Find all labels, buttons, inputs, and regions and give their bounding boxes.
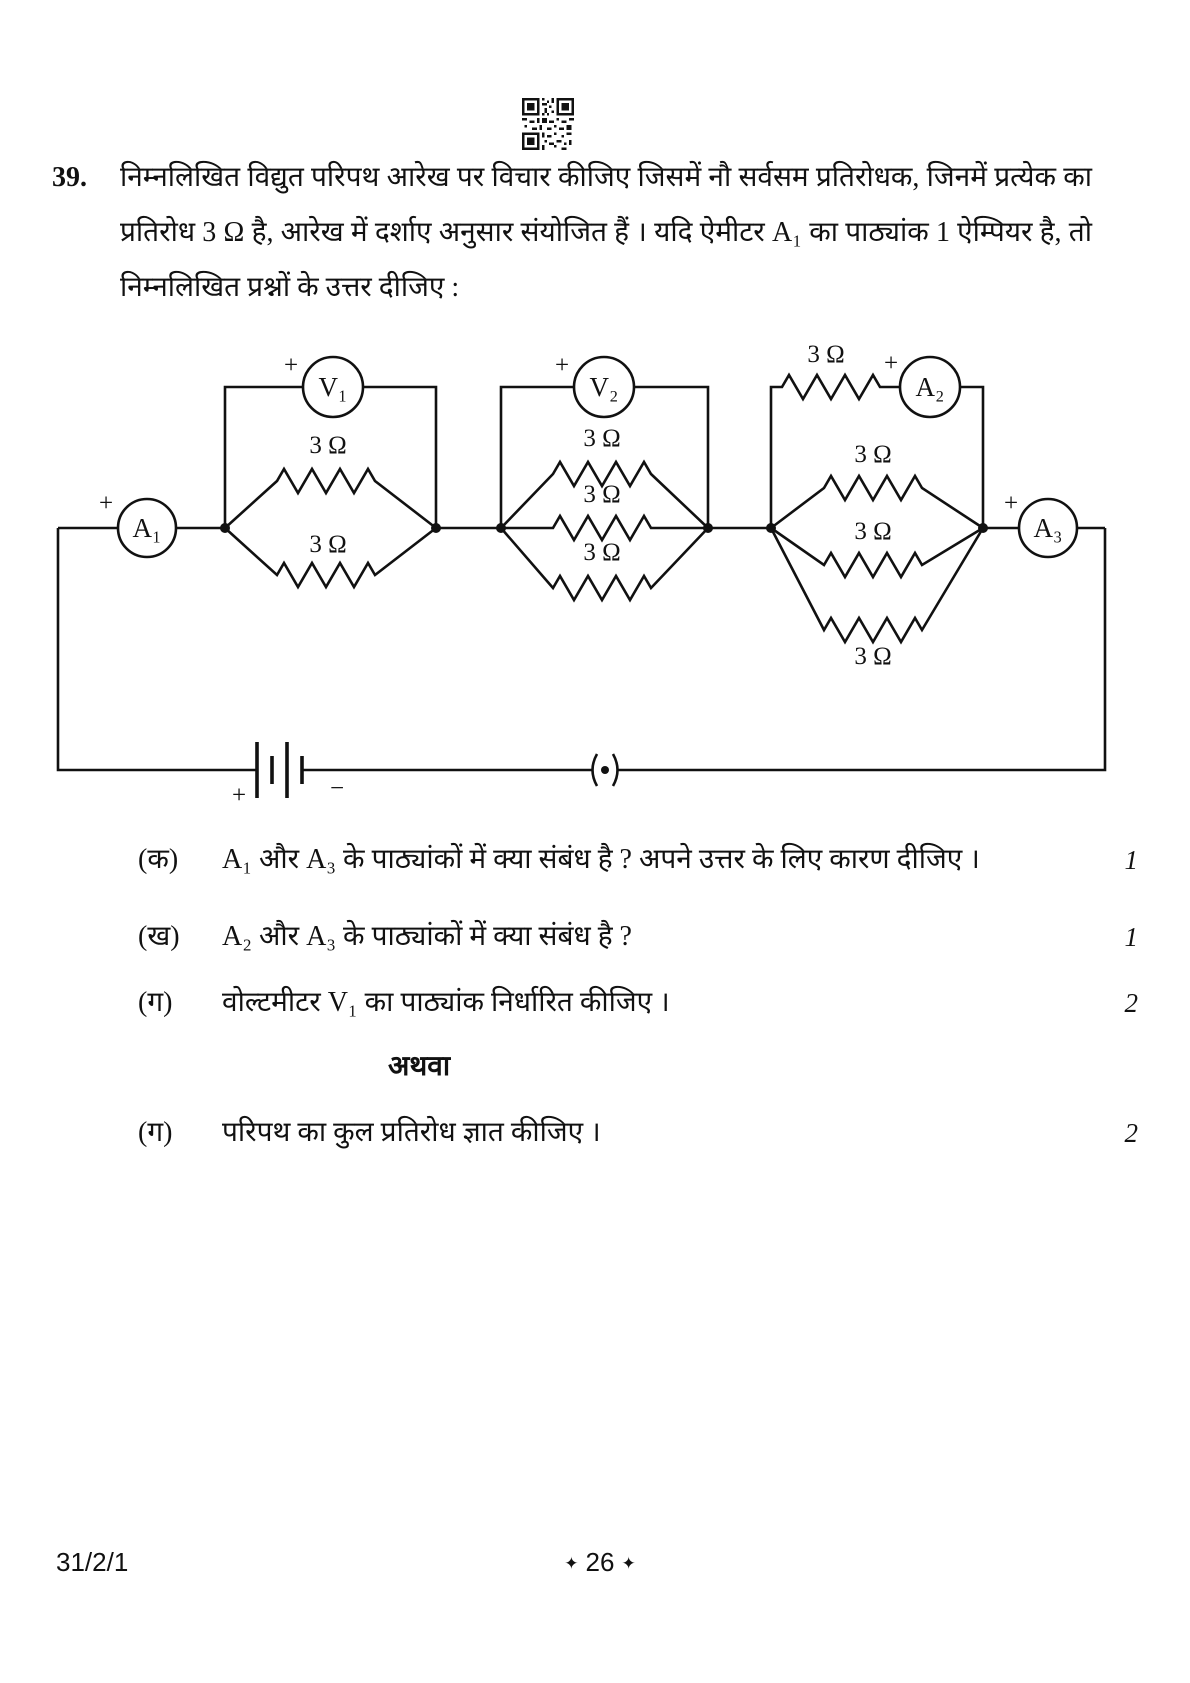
part-marks: 2 xyxy=(1124,1118,1139,1148)
ornament-left-icon: ✦ xyxy=(564,1554,579,1573)
part-label: (ग) xyxy=(138,987,173,1018)
resistor-8-label: 3 Ω xyxy=(854,518,891,545)
key-dot xyxy=(601,766,609,774)
resistor-3 xyxy=(500,459,709,529)
ammeter-a2-label: A₂ xyxy=(916,372,945,402)
ammeter-a2-plus: + xyxy=(884,350,898,377)
page-number-block: ✦ 26 ✦ xyxy=(495,1546,705,1580)
resistor-6-ammeter2-branch xyxy=(769,372,985,528)
part-label: (ग) xyxy=(138,1117,173,1148)
part-label: (क) xyxy=(138,844,179,875)
page-number: 26 xyxy=(585,1547,615,1577)
page-footer: 31/2/1 ✦ 26 ✦ xyxy=(0,1546,1190,1586)
resistor-9-label: 3 Ω xyxy=(854,643,891,670)
resistor-4-label: 3 Ω xyxy=(583,481,620,508)
circuit-diagram: + − A₁ + V₁ + V₂ + xyxy=(56,341,1107,809)
part-text: A₂ और A₃ के पाठ्यांकों में क्या संबंध है… xyxy=(222,921,632,952)
resistor-8 xyxy=(770,526,984,580)
battery-short-plates xyxy=(270,756,304,784)
battery-symbol: + − xyxy=(232,742,344,809)
ammeter-a3-plus: + xyxy=(1004,490,1018,517)
part-marks: 1 xyxy=(1124,922,1139,952)
resistor-3-label: 3 Ω xyxy=(583,425,620,452)
resistor-1 xyxy=(224,466,437,530)
battery-minus-sign: − xyxy=(330,775,344,802)
question-number: 39. xyxy=(52,162,87,193)
voltmeter-v1-plus: + xyxy=(284,352,298,379)
key-symbol xyxy=(591,753,619,787)
resistor-9 xyxy=(769,527,985,645)
voltmeter-v2: V₂ + xyxy=(555,352,636,419)
ammeter-a1-plus: + xyxy=(99,490,113,517)
part-marks: 1 xyxy=(1124,845,1139,875)
resistor-labels: 3 Ω 3 Ω 3 Ω 3 Ω 3 Ω 3 Ω 3 Ω 3 Ω 3 Ω xyxy=(309,341,891,670)
part-marks: 2 xyxy=(1124,988,1139,1018)
resistor-2 xyxy=(224,526,437,590)
resistor-7-label: 3 Ω xyxy=(854,441,891,468)
ammeter-a1: A₁ + xyxy=(99,490,178,559)
voltmeter-v1-label: V₁ xyxy=(319,372,348,402)
voltmeter-v2-label: V₂ xyxy=(590,372,619,402)
resistor-4 xyxy=(501,513,708,543)
battery-long-plates xyxy=(255,742,289,798)
ammeter-a2: A₂ + xyxy=(884,350,962,419)
junction-nodes xyxy=(220,523,988,533)
resistor-2-label: 3 Ω xyxy=(309,531,346,558)
voltmeter-v1: V₁ + xyxy=(284,352,365,419)
ammeter-a3-label: A₃ xyxy=(1034,513,1063,543)
part-label: (ख) xyxy=(138,921,180,952)
voltmeter-v2-plus: + xyxy=(555,352,569,379)
resistor-branches xyxy=(224,372,985,645)
qr-code-icon xyxy=(522,98,574,150)
part-text: A₁ और A₃ के पाठ्यांकों में क्या संबंध है… xyxy=(222,844,980,875)
resistor-5 xyxy=(500,527,709,603)
resistor-5-label: 3 Ω xyxy=(583,539,620,566)
part-text: परिपथ का कुल प्रतिरोध ज्ञात कीजिए । xyxy=(222,1117,601,1148)
ammeter-a1-label: A₁ xyxy=(133,513,162,543)
paper-code: 31/2/1 xyxy=(56,1547,129,1577)
key-arcs xyxy=(591,753,619,787)
or-separator: अथवा xyxy=(388,1051,451,1082)
resistor-1-label: 3 Ω xyxy=(309,432,346,459)
part-text: वोल्टमीटर V₁ का पाठ्यांक निर्धारित कीजिए… xyxy=(222,987,670,1018)
ammeter-a3: A₃ + xyxy=(1004,490,1079,559)
resistor-7 xyxy=(770,473,984,530)
resistor-6-label: 3 Ω xyxy=(807,341,844,368)
question-intro-text: निम्नलिखित विद्युत परिपथ आरेख पर विचार क… xyxy=(120,162,1092,303)
ornament-right-icon: ✦ xyxy=(621,1554,636,1573)
circuit-wires xyxy=(56,385,1107,772)
battery-plus-sign: + xyxy=(232,782,246,809)
